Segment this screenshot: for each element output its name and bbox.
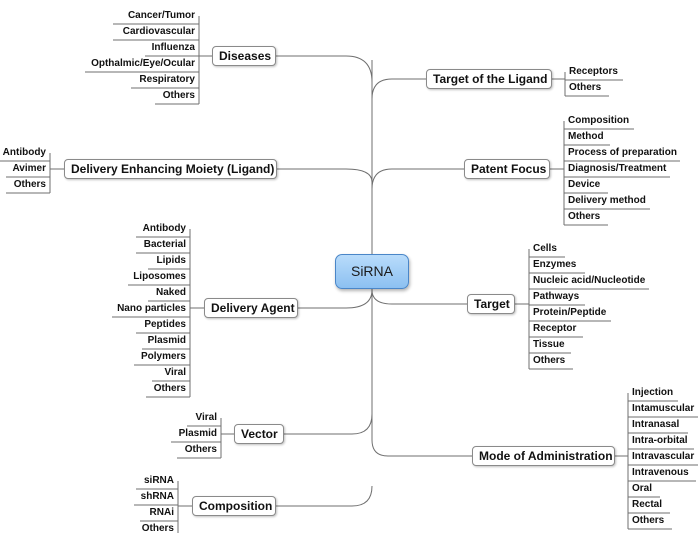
connector-line: [371, 289, 472, 457]
connector-line: [276, 485, 373, 507]
target-item[interactable]: Tissue: [533, 339, 565, 350]
patent-focus-item[interactable]: Others: [568, 211, 601, 222]
branch-diseases[interactable]: Diseases: [212, 46, 276, 66]
administration-item[interactable]: Intranasal: [632, 419, 680, 430]
ligand-item[interactable]: Avimer: [12, 163, 46, 174]
target-item[interactable]: Pathways: [533, 291, 580, 302]
patent-focus-item[interactable]: Device: [568, 179, 601, 190]
delivery-agent-item[interactable]: Nano particles: [117, 303, 186, 314]
delivery-agent-item[interactable]: Others: [153, 383, 186, 394]
diseases-item[interactable]: Opthalmic/Eye/Ocular: [91, 58, 195, 69]
target-item[interactable]: Protein/Peptide: [533, 307, 607, 318]
ligand-item[interactable]: Antibody: [2, 147, 46, 158]
connector-line: [277, 168, 373, 183]
diseases-item[interactable]: Cancer/Tumor: [127, 10, 195, 21]
branch-patent-focus[interactable]: Patent Focus: [464, 159, 550, 179]
connector-line: [371, 78, 426, 100]
administration-item[interactable]: Intravascular: [632, 451, 695, 462]
target-item[interactable]: Cells: [533, 243, 557, 254]
connector-line: [284, 413, 373, 435]
delivery-agent-item[interactable]: Naked: [155, 287, 186, 298]
administration-item[interactable]: Intravenous: [632, 467, 689, 478]
diseases-item[interactable]: Influenza: [151, 42, 195, 53]
connector-line: [371, 289, 467, 305]
administration-item[interactable]: Injection: [632, 387, 674, 398]
branch-target[interactable]: Target: [467, 294, 515, 314]
branch-ligand[interactable]: Delivery Enhancing Moiety (Ligand): [64, 159, 277, 179]
administration-item[interactable]: Intra-orbital: [632, 435, 688, 446]
vector-item[interactable]: Plasmid: [178, 428, 217, 439]
patent-focus-item[interactable]: Method: [568, 131, 604, 142]
administration-item[interactable]: Others: [632, 515, 665, 526]
branch-administration[interactable]: Mode of Administration: [472, 446, 615, 466]
composition-item[interactable]: Others: [141, 523, 174, 534]
connector-line: [371, 168, 464, 190]
administration-item[interactable]: Intamuscular: [632, 403, 695, 414]
composition-item[interactable]: RNAi: [149, 507, 174, 518]
vector-item[interactable]: Viral: [195, 412, 218, 423]
connector-line: [298, 289, 373, 309]
target-ligand-item[interactable]: Others: [569, 82, 602, 93]
patent-focus-item[interactable]: Composition: [568, 115, 630, 126]
target-item[interactable]: Nucleic acid/Nucleotide: [533, 275, 646, 286]
vector-item[interactable]: Others: [184, 444, 217, 455]
delivery-agent-item[interactable]: Antibody: [142, 223, 186, 234]
delivery-agent-item[interactable]: Plasmid: [147, 335, 186, 346]
diseases-item[interactable]: Cardiovascular: [122, 26, 195, 37]
root-node[interactable]: SiRNA: [335, 254, 409, 289]
delivery-agent-item[interactable]: Lipids: [156, 255, 186, 266]
delivery-agent-item[interactable]: Peptides: [144, 319, 186, 330]
diseases-item[interactable]: Respiratory: [139, 74, 195, 85]
administration-item[interactable]: Oral: [632, 483, 653, 494]
delivery-agent-item[interactable]: Bacterial: [143, 239, 186, 250]
patent-focus-item[interactable]: Delivery method: [568, 195, 646, 206]
target-item[interactable]: Receptor: [533, 323, 577, 334]
administration-item[interactable]: Rectal: [632, 499, 663, 510]
ligand-item[interactable]: Others: [13, 179, 46, 190]
branch-vector[interactable]: Vector: [234, 424, 284, 444]
target-ligand-item[interactable]: Receptors: [569, 66, 618, 77]
target-item[interactable]: Enzymes: [533, 259, 577, 270]
diseases-item[interactable]: Others: [162, 90, 195, 101]
delivery-agent-item[interactable]: Liposomes: [133, 271, 186, 282]
composition-item[interactable]: shRNA: [140, 491, 174, 502]
delivery-agent-item[interactable]: Viral: [164, 367, 187, 378]
connector-line: [276, 55, 373, 83]
target-item[interactable]: Others: [533, 355, 566, 366]
branch-composition[interactable]: Composition: [192, 496, 276, 516]
delivery-agent-item[interactable]: Polymers: [140, 351, 186, 362]
patent-focus-item[interactable]: Diagnosis/Treatment: [568, 163, 667, 174]
patent-focus-item[interactable]: Process of preparation: [568, 147, 677, 158]
branch-delivery-agent[interactable]: Delivery Agent: [204, 298, 298, 318]
composition-item[interactable]: siRNA: [143, 475, 174, 486]
branch-target-ligand[interactable]: Target of the Ligand: [426, 69, 552, 89]
